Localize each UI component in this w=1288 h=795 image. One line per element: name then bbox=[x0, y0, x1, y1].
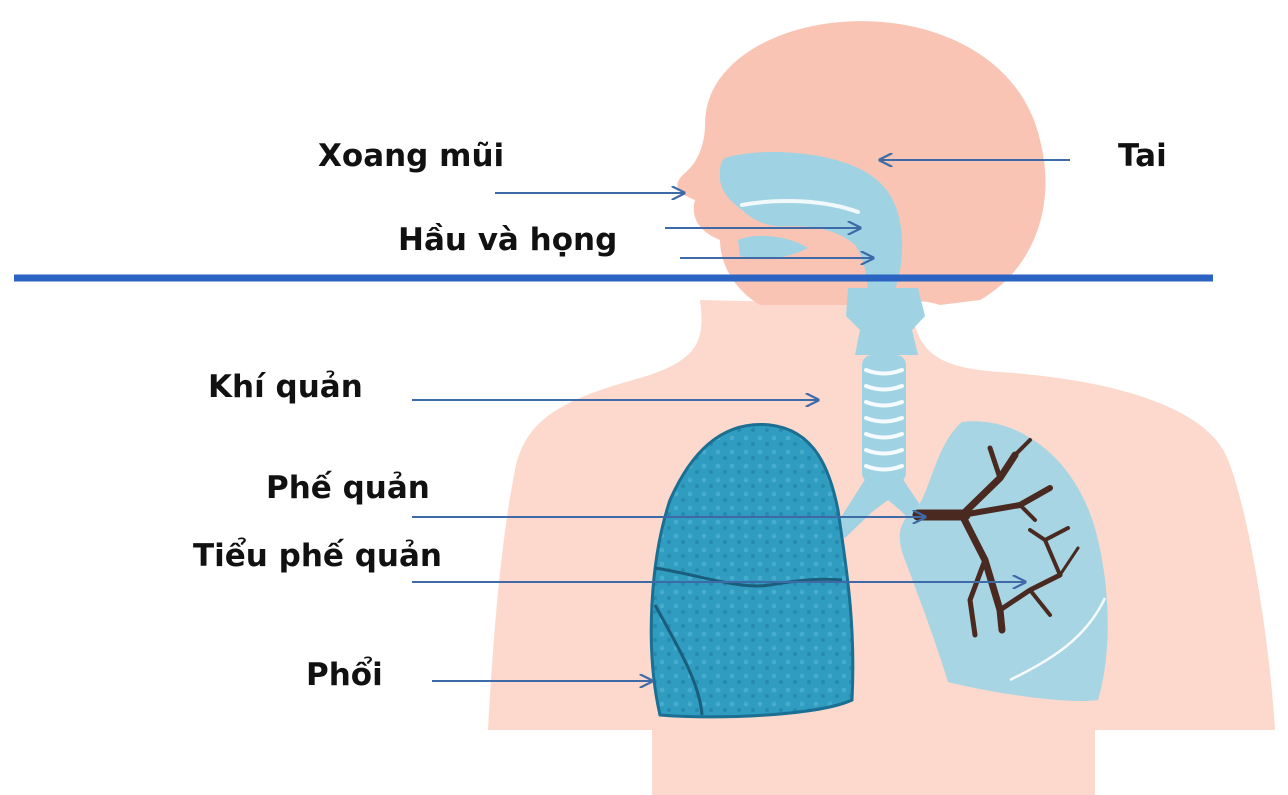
larynx-shape bbox=[846, 288, 925, 355]
label-pharynx: Hầu và họng bbox=[398, 225, 617, 256]
label-lungs: Phổi bbox=[306, 660, 383, 691]
label-trachea: Khí quản bbox=[208, 372, 363, 403]
label-bronchi: Phế quản bbox=[266, 473, 430, 504]
label-bronchioles: Tiểu phế quản bbox=[193, 541, 442, 572]
label-sinus: Xoang mũi bbox=[318, 141, 504, 172]
label-ear: Tai bbox=[1118, 141, 1167, 172]
